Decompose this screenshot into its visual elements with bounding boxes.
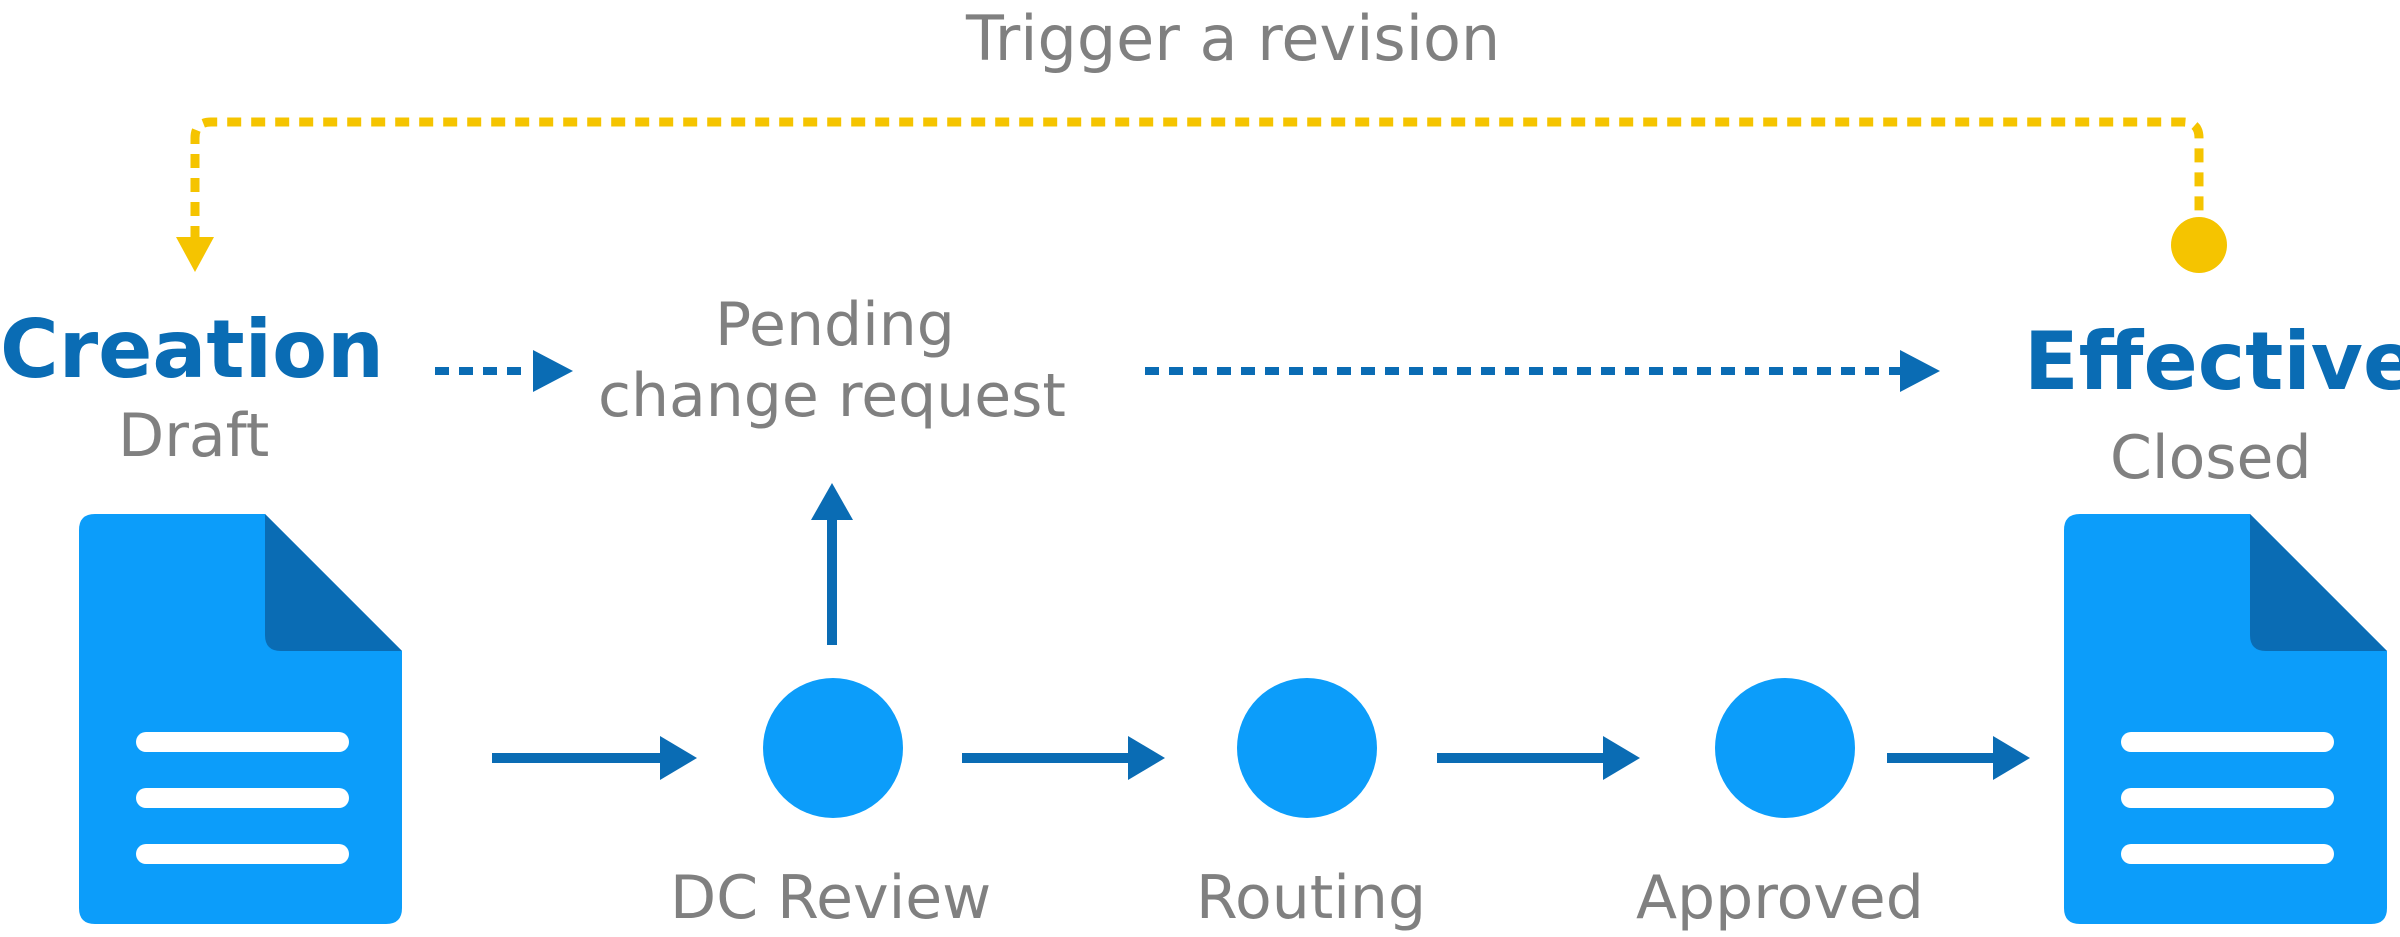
pending-label-line2: change request [598, 361, 1066, 431]
revision-arrowhead-icon [176, 237, 214, 272]
approved-node-icon [1715, 678, 1855, 818]
revision-loop [176, 117, 2227, 273]
effective-title: Effective [2024, 315, 2400, 408]
review-to-pending-arrow [811, 483, 853, 645]
closed-document-icon [2064, 514, 2387, 924]
creation-title: Creation [0, 303, 384, 396]
step-label-routing: Routing [1196, 863, 1427, 933]
revision-label: Trigger a revision [966, 2, 1501, 75]
draft-subtitle: Draft [118, 401, 270, 471]
pending-label-line1: Pending [715, 290, 955, 360]
revision-start-dot-icon [2171, 217, 2227, 273]
step-label-approved: Approved [1636, 863, 1924, 933]
up-arrowhead-icon [811, 483, 853, 520]
arrowhead-icon [1603, 736, 1640, 780]
step-label-dc-review: DC Review [670, 863, 992, 933]
arrowhead-icon [1128, 736, 1165, 780]
routing-node-icon [1237, 678, 1377, 818]
draft-document-icon [79, 514, 402, 924]
step-flow [492, 736, 2030, 780]
arrowhead-icon [660, 736, 697, 780]
arrowhead-icon [1900, 350, 1940, 392]
revision-loop-line [190, 117, 2204, 240]
arrowhead-icon [533, 350, 573, 392]
dc-review-node-icon [763, 678, 903, 818]
closed-subtitle: Closed [2110, 423, 2312, 493]
pending-flow [435, 350, 1940, 392]
arrowhead-icon [1993, 736, 2030, 780]
